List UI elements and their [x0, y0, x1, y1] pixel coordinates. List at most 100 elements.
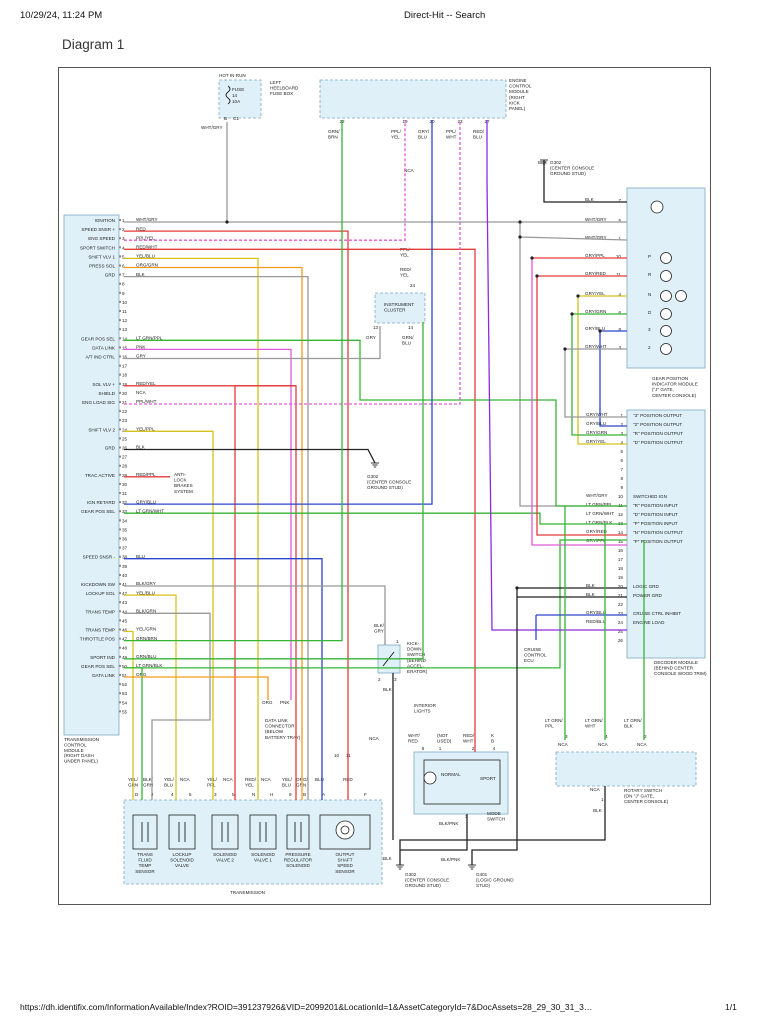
decoder-pin-number: 18 — [618, 566, 624, 571]
abs-label: LOCK — [174, 478, 187, 483]
wire-shift-valve-1 — [124, 257, 259, 800]
tcm-pin-number: 8 — [122, 282, 125, 287]
decoder-pin-function: "R" POSITION OUTPUT — [633, 431, 683, 436]
dlc-label: DATA LINK — [265, 718, 289, 723]
tcm-pin-number: 21 — [122, 400, 128, 405]
tcm-pin-number: 17 — [122, 364, 128, 369]
transmission-component-name: TEMP — [139, 863, 152, 868]
diagram-title: Diagram 1 — [62, 37, 125, 52]
wire-sport-switch — [124, 248, 476, 752]
dlc-label: (BELOW — [265, 729, 284, 734]
ecm-pin-wire-color: YEL — [391, 135, 400, 140]
decoder-box — [626, 409, 706, 659]
tcm-pin-mark — [119, 446, 121, 449]
tcm-pin-mark — [119, 419, 121, 422]
rotary-pin-1: 1 — [601, 797, 604, 802]
mode-switch-label: MODE — [487, 811, 501, 816]
mode-switch-wire-1: RED — [408, 739, 418, 744]
rotary-wire-color: BLK — [624, 724, 634, 729]
tcm-pin-mark — [119, 519, 121, 522]
fuse-amps: 10A — [232, 99, 241, 104]
cluster-wire-top2: YEL — [400, 273, 409, 278]
tcm-pin-mark — [119, 300, 121, 303]
tcm-pin-mark — [119, 701, 121, 704]
transmission-wire-color: NCA — [223, 777, 234, 782]
decoder-pin-number: 4 — [620, 440, 623, 445]
decoder-pin-function: "N" POSITION OUTPUT — [633, 530, 683, 535]
tcm-pin-number: 33 — [122, 509, 128, 514]
decoder-pin-wire-color: GRY/BLU — [586, 610, 606, 615]
kickdown-switch-label: SWITCH — [407, 652, 425, 657]
tcm-pin-function: SHIFT VLV 1 — [88, 254, 115, 259]
tcm-pin-wire-color: YEL/BLU — [136, 590, 155, 595]
fuse-box — [218, 79, 262, 119]
wire-kickdown — [124, 585, 386, 645]
mode-switch-wire-4: B — [491, 739, 494, 744]
tcm-pin-mark — [119, 237, 121, 240]
ecm-pin-number: 19 — [402, 119, 408, 124]
tcm-pin-number: 7 — [122, 273, 125, 278]
gpim-pin-wire-color: GRY/YEL — [585, 291, 605, 296]
tcm-pin-mark — [119, 273, 121, 276]
wire-ignition — [124, 122, 228, 223]
tcm-pin-number: 34 — [122, 518, 128, 523]
tcm-pin-wire-color: PPL/YEL — [136, 235, 155, 240]
wire-trans-temp — [124, 612, 211, 800]
tcm-pin-mark — [119, 337, 121, 340]
tcm-pin-wire-color: LT GRN/BLK — [136, 663, 163, 668]
mode-switch-pin: 2 — [472, 746, 475, 751]
tcm-pin-number: 45 — [122, 618, 128, 623]
tcm-pin-mark — [119, 437, 121, 440]
tcm-pin-number: 36 — [122, 537, 128, 542]
g302-bottom-label: GROUND STUD) — [405, 883, 441, 888]
transmission-component-name: PRESSURE — [285, 852, 310, 857]
fuse-pin: B — [224, 116, 227, 121]
mode-switch-pin: 6 — [422, 746, 425, 751]
wire-gear-pos-sel-50 — [124, 539, 627, 669]
tcm-pin-mark — [119, 410, 121, 413]
transmission-wire-color: GRN — [296, 783, 306, 788]
tcm-pin-mark — [119, 646, 121, 649]
decoder-pin-number: 20 — [618, 584, 624, 589]
solenoid-coil-icon — [221, 822, 229, 842]
tcm-pin-number: 52 — [122, 682, 128, 687]
decoder-pin-wire-color: BLK — [586, 592, 596, 597]
rotary-pin-number: 4 — [605, 734, 608, 739]
tcm-pin-function: IGNITION — [95, 218, 115, 223]
dlc-wire-2: PNK — [280, 700, 290, 705]
tcm-pin-mark — [119, 710, 121, 713]
ecm-description: CONTROL — [509, 84, 532, 89]
tcm-pin-number: 22 — [122, 409, 128, 414]
tcm-pin-wire-color: RED/YEL — [136, 381, 156, 386]
wire-grd — [124, 275, 309, 800]
gpim-pin-wire-color: BLK — [585, 197, 595, 202]
ecm-pin-wire-color: BRN — [328, 135, 338, 140]
tcm-pin-mark — [119, 464, 121, 467]
decoder-pin-number: 17 — [618, 557, 624, 562]
decoder-pin-wire-color: GRY/YEL — [586, 439, 606, 444]
tcm-pin-number: 39 — [122, 564, 128, 569]
mode-switch-wire-2: USED) — [437, 739, 452, 744]
decoder-pin-wire-color: GRY/BLU — [586, 421, 606, 426]
gpim-pin-wire-color: GRY/BLU — [585, 326, 605, 331]
tcm-pin-wire-color: PNK — [136, 345, 146, 350]
tcm-pin-mark — [119, 564, 121, 567]
gpim-position-led-icon — [660, 290, 672, 302]
gpim-position-letter: 3 — [648, 327, 651, 332]
gpim-position-letter: N — [648, 292, 651, 297]
tcm-pin-function: LOCKUP SOL — [86, 591, 116, 596]
kickdown-switch-label: DOWN — [407, 647, 422, 652]
tcm-pin-wire-color: LT GRN/PPL — [136, 336, 163, 341]
kickdown-switch-label: KICK- — [407, 641, 420, 646]
tcm-pin-mark — [119, 455, 121, 458]
cluster-wire-top: YEL — [400, 253, 409, 258]
footer-url[interactable]: https://dh.identifix.com/InformationAvai… — [20, 1002, 593, 1012]
gpim-pin-number: 7 — [618, 198, 621, 203]
transmission-wire-color: PPL — [207, 783, 216, 788]
ecm-pin-wire-color: GRY/ — [418, 129, 430, 134]
wire-gry-yel-dec — [577, 296, 627, 445]
ecm-pin-wire-color: BLU — [473, 135, 482, 140]
shield-pin: 10 — [334, 753, 340, 758]
abs-label: BRAKES — [174, 483, 193, 488]
